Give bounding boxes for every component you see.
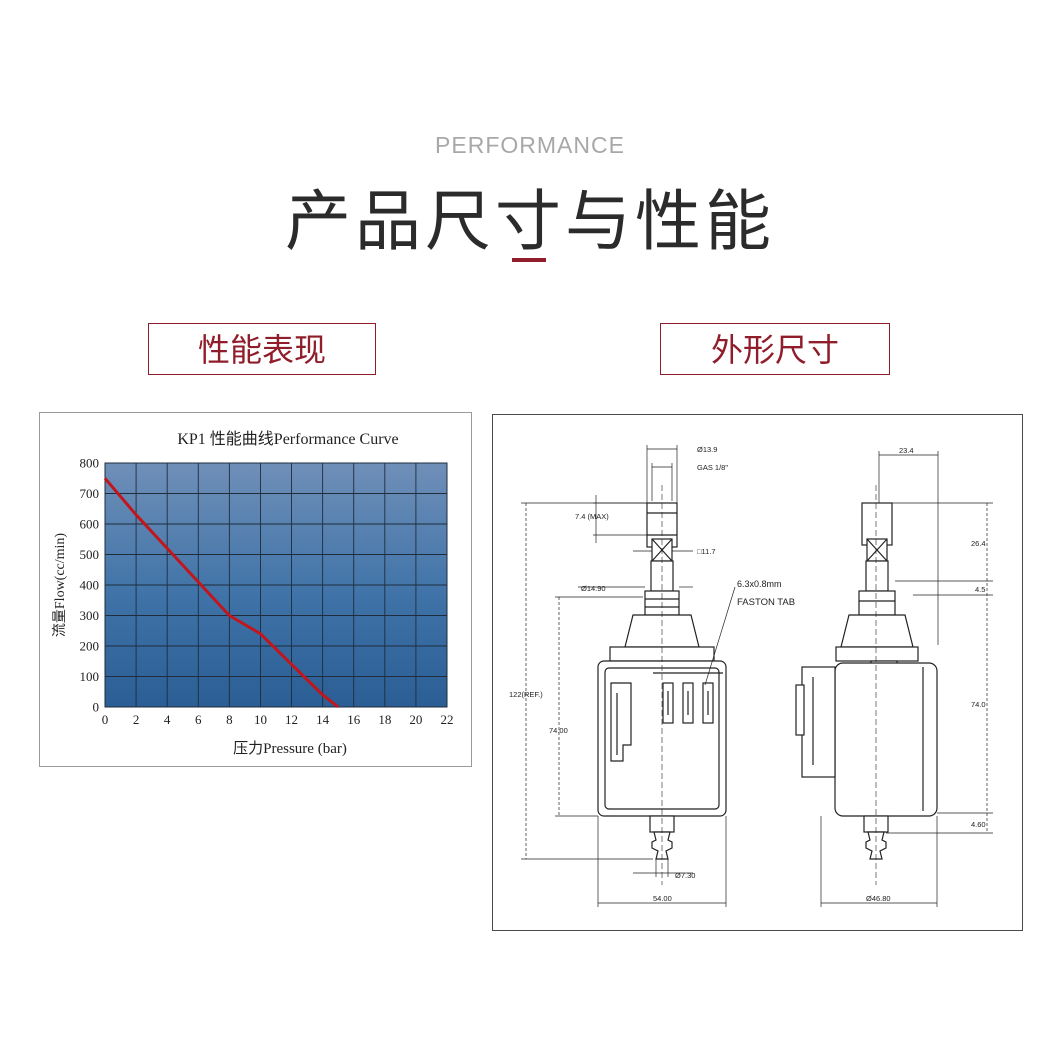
y-tick-label: 500 — [80, 547, 100, 562]
dim-height-4-5: 4.5 — [975, 585, 985, 594]
dim-7-4-max: 7.4 (MAX) — [575, 512, 609, 521]
dim-height-4-60: 4.60 — [971, 820, 986, 829]
dim-diameter-46-80: Ø46.80 — [866, 894, 891, 903]
x-tick-label: 20 — [409, 712, 422, 727]
y-tick-labels: 0 100 200 300 400 500 600 700 800 — [80, 456, 100, 715]
x-tick-label: 0 — [102, 712, 109, 727]
dim-diameter-14-90: Ø14.90 — [581, 584, 606, 593]
dim-faston-tab: FASTON TAB — [737, 597, 795, 608]
y-tick-label: 700 — [80, 486, 100, 501]
dim-diameter-7-30: Ø7.30 — [675, 871, 695, 880]
y-tick-label: 100 — [80, 669, 100, 684]
chart-title: KP1 性能曲线Performance Curve — [177, 430, 398, 448]
dimension-lines — [521, 445, 993, 907]
eyebrow-text: PERFORMANCE — [435, 132, 625, 158]
y-axis-label: 流量Flow(cc/min) — [52, 533, 68, 638]
y-tick-label: 800 — [80, 456, 100, 471]
x-tick-label: 18 — [378, 712, 391, 727]
y-tick-label: 300 — [80, 608, 100, 623]
dim-122-ref: 122(REF.) — [509, 690, 543, 699]
dimension-drawing-panel: Ø13.9 GAS 1/8" 7.4 (MAX) □11.7 Ø14.90 6.… — [492, 414, 1023, 931]
performance-chart: KP1 性能曲线Performance Curve 0 2 4 6 8 10 12 14 16 1… — [52, 430, 454, 757]
x-tick-label: 22 — [441, 712, 454, 727]
y-tick-label: 600 — [80, 517, 100, 532]
dim-74-00-left: 74.00 — [549, 726, 568, 735]
y-tick-label: 200 — [80, 639, 100, 654]
x-tick-label: 6 — [195, 712, 202, 727]
x-tick-label: 8 — [226, 712, 233, 727]
y-tick-label: 0 — [93, 700, 100, 715]
y-tick-label: 400 — [80, 578, 100, 593]
x-tick-label: 16 — [347, 712, 361, 727]
dim-gas-thread: GAS 1/8" — [697, 463, 728, 472]
x-tick-label: 12 — [285, 712, 298, 727]
series-layer — [103, 477, 340, 709]
x-tick-label: 2 — [133, 712, 140, 727]
x-axis-label: 压力Pressure (bar) — [233, 740, 347, 757]
performance-chart-panel: KP1 性能曲线Performance Curve 0 2 4 6 8 10 12 14 16 1… — [39, 412, 472, 767]
x-tick-label: 10 — [254, 712, 267, 727]
performance-section-label: 性能表现 — [148, 323, 376, 375]
dim-width-23-4: 23.4 — [899, 446, 914, 455]
pump-front-view — [597, 485, 727, 885]
pump-side-view — [795, 485, 938, 885]
title-accent-bar — [512, 258, 546, 262]
dimensions-section-label: 外形尺寸 — [660, 323, 890, 375]
dim-height-26-4: 26.4 — [971, 539, 986, 548]
x-tick-label: 4 — [164, 712, 171, 727]
x-tick-label: 14 — [316, 712, 330, 727]
x-tick-labels: 0 2 4 6 8 10 12 14 16 18 20 22 — [102, 712, 454, 727]
dim-square-11-7: □11.7 — [697, 547, 716, 556]
dim-height-74-0-right: 74.0 — [971, 700, 986, 709]
page-title: 产品尺寸与性能 — [285, 183, 775, 260]
dimension-drawing: Ø13.9 GAS 1/8" 7.4 (MAX) □11.7 Ø14.90 6.… — [509, 445, 993, 907]
dim-width-54-00: 54.00 — [653, 894, 672, 903]
dim-diameter-13-9: Ø13.9 — [697, 445, 717, 454]
dim-faston-size: 6.3x0.8mm — [737, 579, 782, 589]
